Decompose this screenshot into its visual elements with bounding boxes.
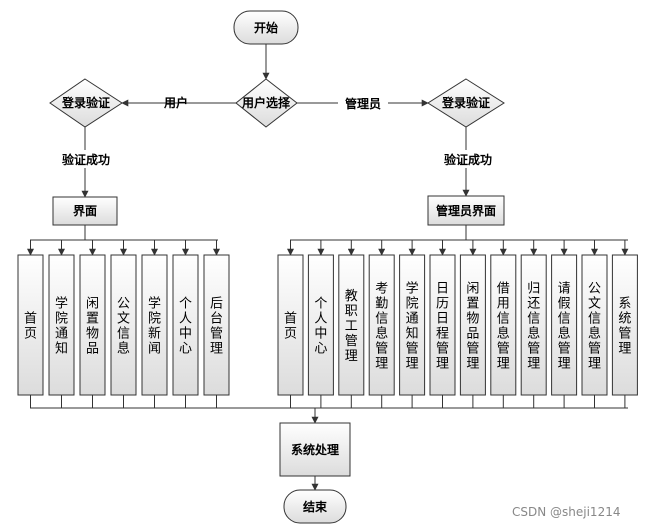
end-node: 结束	[283, 489, 347, 524]
admin-module-10: 请假信息管理	[551, 254, 578, 396]
user-module-label: 个人中心	[179, 297, 192, 357]
admin-module-label: 教职工管理	[345, 288, 358, 364]
edge-label-admin-bg	[338, 94, 388, 112]
user-module-5: 学院新闻	[141, 254, 168, 396]
admin-module-12: 系统管理	[611, 254, 638, 396]
admin-module-label: 个人中心	[314, 297, 327, 357]
start-node: 开始	[233, 10, 299, 45]
edge-label-verify-success-left: 验证成功	[62, 152, 110, 167]
edge-label-admin: 管理员	[345, 96, 381, 111]
end-label: 结束	[303, 499, 328, 514]
admin-ui-label: 管理员界面	[436, 203, 496, 218]
admin-module-label: 公文信息管理	[588, 282, 601, 372]
admin-module-label: 借用信息管理	[497, 282, 510, 372]
login-user-node: 登录验证	[49, 78, 123, 128]
admin-module-9: 归还信息管理	[520, 254, 547, 396]
admin-module-11: 公文信息管理	[581, 254, 608, 396]
admin-module-label: 请假信息管理	[558, 282, 571, 372]
admin-module-3: 教职工管理	[338, 254, 365, 396]
user-module-7: 后台管理	[203, 254, 230, 396]
module-connectors	[27, 240, 629, 408]
edge-label-user: 用户	[163, 95, 188, 110]
login-admin-label: 登录验证	[441, 95, 490, 110]
admin-module-1: 首页	[277, 254, 304, 396]
login-admin-node: 登录验证	[427, 78, 505, 128]
admin-module-label: 闲置物品管理	[466, 282, 479, 372]
admin-module-label: 日历日程管理	[436, 282, 449, 372]
admin-module-label: 考勤信息管理	[375, 282, 388, 372]
user-select-node: 用户选择	[235, 78, 298, 128]
edge-label-verify-success-right: 验证成功	[444, 152, 492, 167]
admin-module-label: 首页	[284, 312, 297, 342]
user-select-label: 用户选择	[241, 95, 291, 110]
admin-module-7: 闲置物品管理	[459, 254, 486, 396]
edge-label-verify-left-bg	[58, 150, 114, 168]
user-module-3: 闲置物品	[79, 254, 106, 396]
admin-module-4: 考勤信息管理	[368, 254, 395, 396]
user-modules-group: 首页 学院通知 闲置物品 公文信息 学院新闻 个人中心 后台管理	[17, 254, 230, 396]
edge-label-verify-right-bg	[440, 150, 496, 168]
user-module-label: 首页	[24, 312, 37, 342]
user-module-label: 公文信息	[117, 297, 130, 357]
admin-module-8: 借用信息管理	[490, 254, 517, 396]
admin-module-label: 学院通知管理	[406, 281, 419, 372]
admin-module-label: 系统管理	[618, 297, 631, 357]
system-process-node: 系统处理	[279, 422, 351, 477]
admin-modules-group: 首页 个人中心 教职工管理 考勤信息管理 学院通知管理 日历日程管理 闲置物品管理 借用信息管…	[277, 254, 638, 396]
user-module-label: 后台管理	[210, 297, 223, 357]
user-module-label: 闲置物品	[86, 297, 99, 357]
user-module-label: 学院新闻	[148, 296, 161, 357]
system-process-label: 系统处理	[291, 442, 339, 457]
login-user-label: 登录验证	[61, 95, 110, 110]
user-module-1: 首页	[17, 254, 44, 396]
admin-module-label: 归还信息管理	[527, 282, 540, 372]
admin-module-2: 个人中心	[307, 254, 334, 396]
admin-ui-node: 管理员界面	[427, 195, 505, 226]
watermark: CSDN @sheji1214	[512, 505, 621, 519]
admin-module-6: 日历日程管理	[429, 254, 456, 396]
edges	[27, 44, 629, 491]
user-ui-label: 界面	[73, 203, 97, 218]
start-label: 开始	[254, 20, 278, 35]
user-ui-node: 界面	[52, 196, 118, 226]
user-module-2: 学院通知	[48, 254, 75, 396]
user-module-label: 学院通知	[55, 296, 68, 357]
user-module-6: 个人中心	[172, 254, 199, 396]
user-module-4: 公文信息	[110, 254, 137, 396]
admin-module-5: 学院通知管理	[399, 254, 426, 396]
